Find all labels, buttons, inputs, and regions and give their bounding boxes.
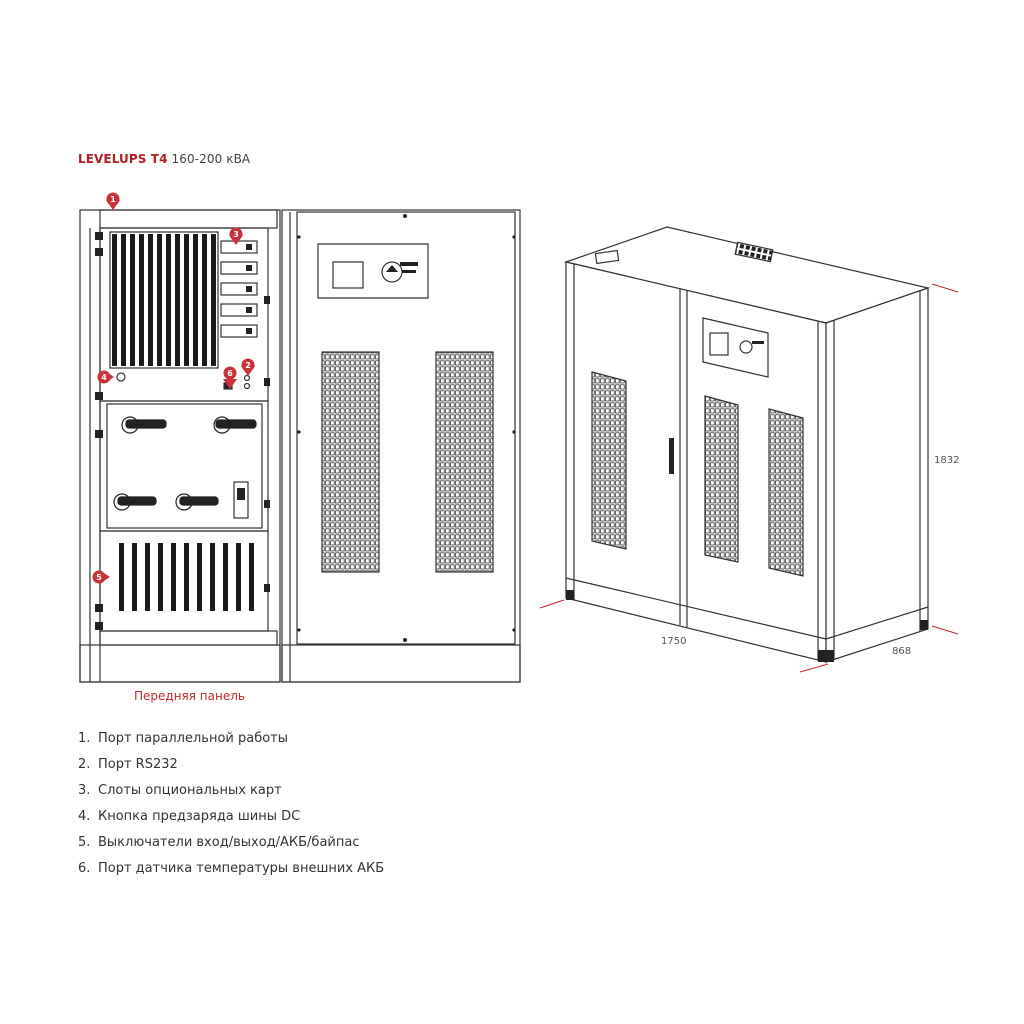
legend-number: 4. <box>78 809 91 824</box>
callout-markers <box>92 192 255 584</box>
dimension-depth: 868 <box>892 646 912 657</box>
marker-1-label: 1 <box>110 195 116 204</box>
marker-2-label: 2 <box>245 361 251 370</box>
heatsink <box>112 234 216 366</box>
control-panel <box>317 243 429 299</box>
legend-text: Выключатели вход/выход/АКБ/байпас <box>98 835 360 850</box>
marker-5-label: 5 <box>96 573 102 582</box>
product-brand: LEVELUPS T4 <box>78 152 168 166</box>
legend-item: 2. Порт RS232 <box>78 752 384 778</box>
component-legend: 1.Порт параллельной работы 2.Порт RS232 … <box>78 726 384 882</box>
legend-item: 6. Порт датчика температуры внешних АКБ <box>78 856 384 882</box>
marker-4 <box>97 370 114 384</box>
legend-text: Слоты опциональных карт <box>98 783 282 798</box>
legend-number: 1. <box>78 731 91 746</box>
marker-6 <box>223 366 237 389</box>
legend-text: Порт RS232 <box>98 757 178 772</box>
legend-number: 2. <box>78 757 91 772</box>
dimension-width: 1750 <box>661 636 687 647</box>
legend-text: Порт датчика температуры внешних АКБ <box>98 861 385 876</box>
legend-number: 3. <box>78 783 91 798</box>
ups-3d-view <box>539 226 959 673</box>
front-panel-closed <box>281 209 521 683</box>
legend-item: 1. Порт параллельной работы <box>78 726 384 752</box>
bottom-fins <box>119 543 254 611</box>
marker-5 <box>92 570 110 584</box>
product-title: LEVELUPS T4 160-200 кВА <box>78 152 250 166</box>
legend-number: 6. <box>78 861 91 876</box>
vent-3d-mid <box>704 395 739 563</box>
marker-3 <box>229 227 243 245</box>
front-panel-open <box>79 209 281 683</box>
marker-3-label: 3 <box>233 230 239 239</box>
legend-text: Кнопка предзаряда шины DC <box>98 809 301 824</box>
dimension-height: 1832 <box>934 455 960 466</box>
marker-1 <box>106 192 120 210</box>
vent-3d-right <box>768 408 804 577</box>
front-panel-caption: Передняя панель <box>134 689 245 703</box>
door-vent-right <box>435 351 494 573</box>
product-rating: 160-200 кВА <box>171 152 251 166</box>
door-vent-left <box>321 351 380 573</box>
legend-number: 5. <box>78 835 91 850</box>
legend-item: 3. Слоты опциональных карт <box>78 778 384 804</box>
legend-text: Порт параллельной работы <box>98 731 289 746</box>
marker-2 <box>241 358 255 376</box>
top-vent <box>734 241 774 263</box>
marker-4-label: 4 <box>101 373 107 382</box>
legend-item: 5. Выключатели вход/выход/АКБ/байпас <box>78 830 384 856</box>
breaker-switches <box>113 416 257 511</box>
option-card-slots <box>220 240 258 338</box>
legend-item: 4. Кнопка предзаряда шины DC <box>78 804 384 830</box>
marker-6-label: 6 <box>227 369 233 378</box>
vent-3d-left <box>591 371 627 550</box>
